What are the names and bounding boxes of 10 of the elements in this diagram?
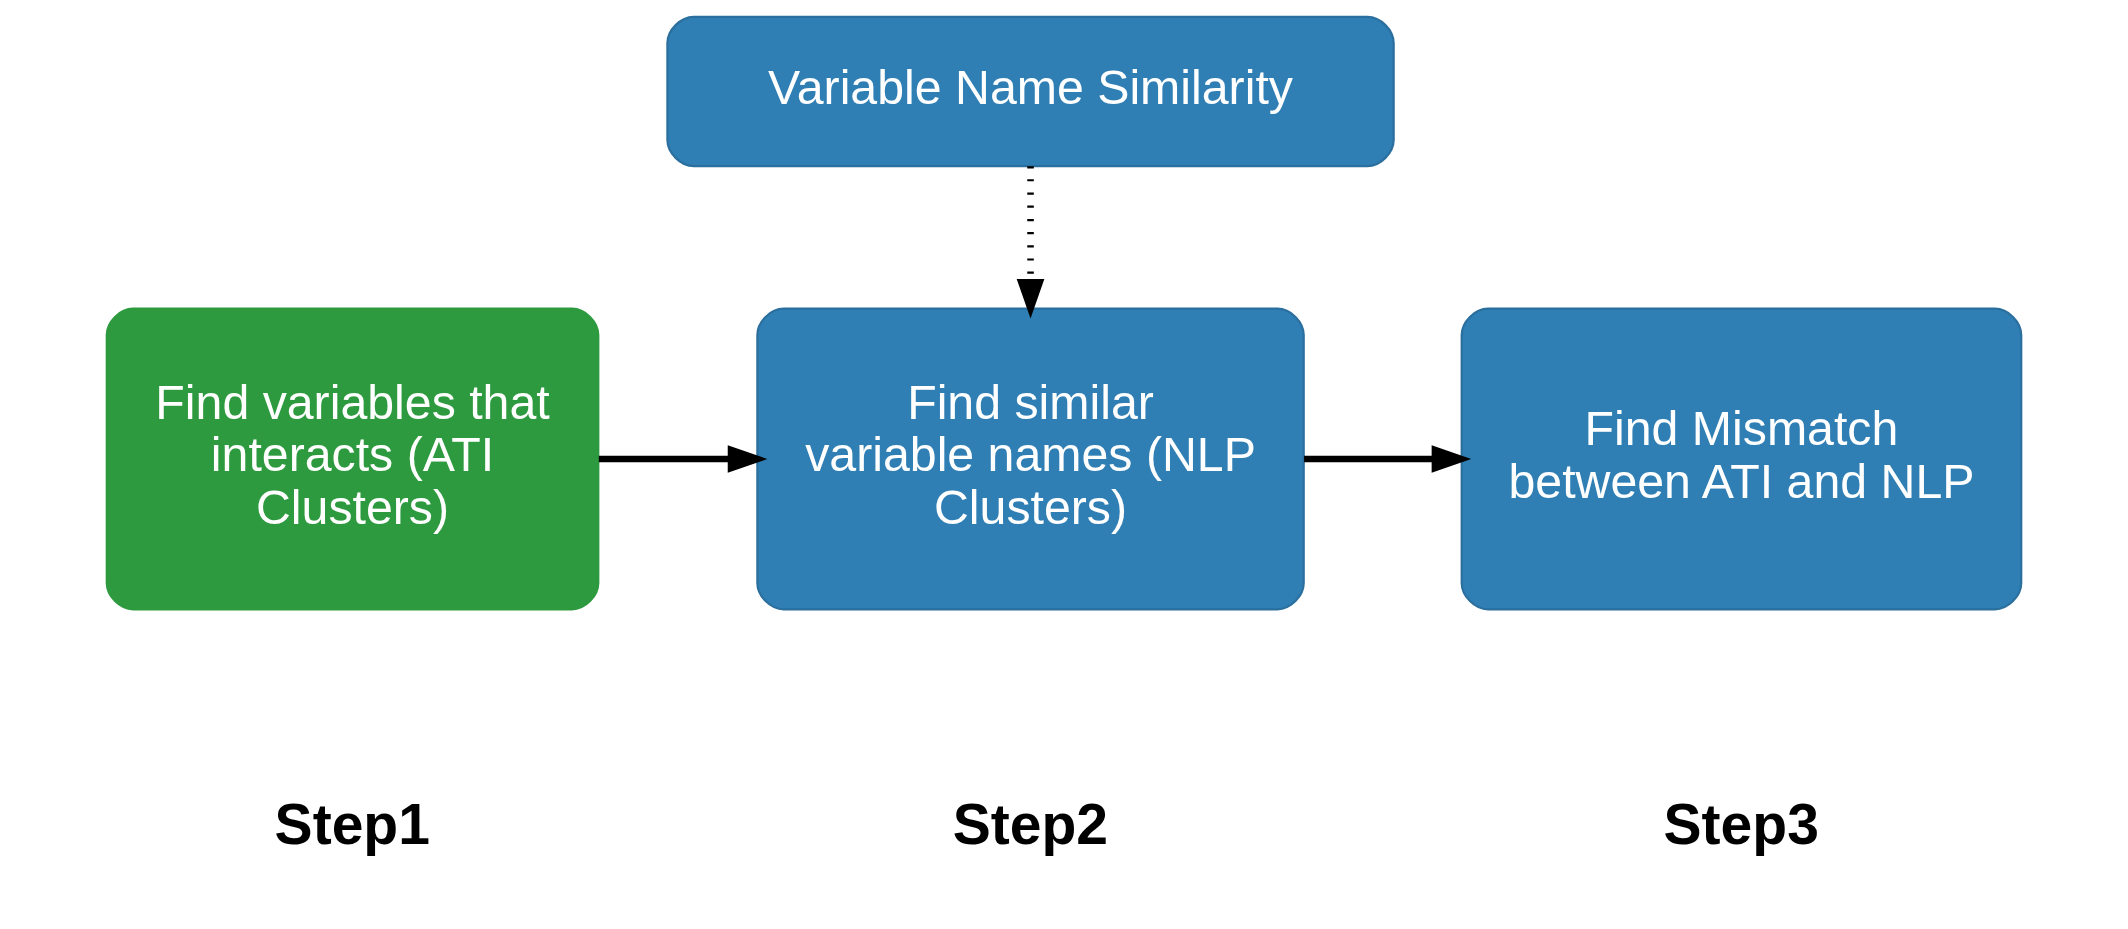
arrow [1016,166,1045,319]
node-label: Step2 [952,791,1108,856]
node-label: Step3 [1663,791,1819,856]
node-box: Find variables that interacts (ATI Clusters) [105,307,600,611]
node-label: Step1 [274,791,430,856]
arrow [1304,445,1472,473]
node-box: Find similar variable names (NLP Clusters) [756,307,1305,611]
node-box: Find Mismatch between ATI and NLP [1460,307,2023,611]
node-box: Variable Name Similarity [666,15,1395,168]
arrow [598,445,768,473]
